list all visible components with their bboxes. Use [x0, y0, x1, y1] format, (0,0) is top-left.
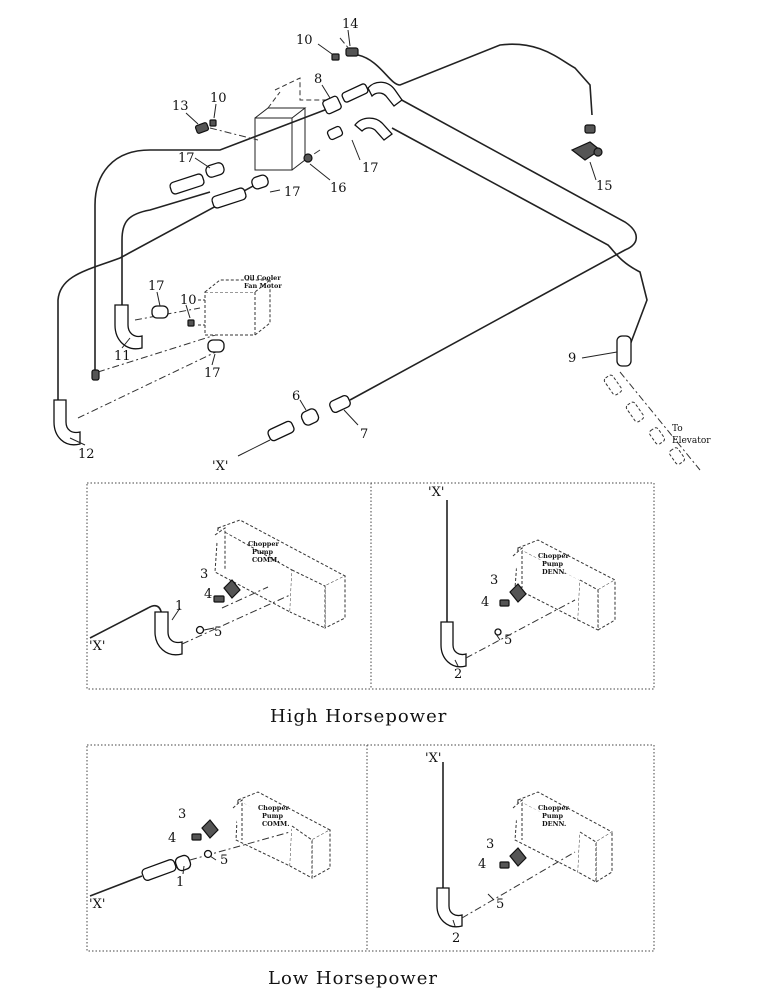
fitting-left-end [91, 369, 100, 381]
hhp-left-callout-5: 5 [214, 625, 222, 640]
lhp-left-pump-line3: COMM. [262, 820, 290, 828]
lhp-callout-1: 1 [176, 875, 184, 890]
elevator-label-line1: To [672, 424, 683, 434]
callout-17-a: 17 [178, 151, 195, 166]
high-hp-right-panel: Chopper Pump DENN. 'X' 2 3 4 5 [428, 485, 617, 682]
hhp-left-x-marker: 'X' [89, 639, 105, 654]
hhp-right-pump-line1: Chopper [538, 552, 569, 560]
hhp-right-callout-5: 5 [504, 633, 512, 648]
lhp-right-pump-line2: Pump [542, 812, 563, 820]
motor-label-line1: Oil Cooler [244, 274, 281, 282]
callout-17-e: 17 [204, 366, 221, 381]
hhp-left-callout-4: 4 [204, 587, 212, 602]
hhp-callout-2: 2 [454, 667, 462, 682]
hhp-right-callout-3: 3 [490, 573, 498, 588]
hose-upper-right [357, 43, 593, 116]
fitting-17b [211, 174, 269, 209]
hose-mid-left [121, 191, 211, 305]
high-hp-left-panel: Chopper Pump COMM. 'X' 1 3 4 5 [89, 519, 347, 656]
fitting-16 [303, 153, 313, 163]
hose-main-diagonal [349, 97, 638, 401]
fitting-15 [570, 124, 603, 161]
fitting-10b [209, 119, 217, 127]
lhp-right-x-marker: 'X' [425, 751, 441, 766]
callout-17-d: 17 [148, 279, 165, 294]
fitting-17a [169, 162, 225, 195]
callout-12: 12 [78, 447, 95, 462]
lhp-right-callout-4: 4 [478, 857, 486, 872]
lhp-left-pump-line1: Chopper [258, 804, 289, 812]
x-marker-top: 'X' [212, 459, 228, 474]
top-exploded-view: Oil Cooler Fan Motor To Elevator 'X' [53, 17, 711, 474]
lhp-right-pump-line1: Chopper [538, 804, 569, 812]
lhp-right-callout-5: 5 [496, 897, 504, 912]
fitting-13 [194, 122, 210, 134]
hhp-left-pump-line2: Pump [252, 548, 273, 556]
lhp-left-callout-4: 4 [168, 831, 176, 846]
fitting-10c [187, 319, 195, 327]
fitting-8 [322, 81, 403, 115]
callout-9: 9 [568, 351, 576, 366]
callout-7: 7 [360, 427, 368, 442]
callout-16: 16 [330, 181, 347, 196]
leader-lines [69, 29, 618, 446]
high-horsepower-title: High Horsepower [270, 706, 447, 727]
fitting-17d [207, 339, 225, 353]
callout-14: 14 [342, 17, 359, 32]
fitting-12-elbow [53, 399, 81, 446]
lhp-right-callout-3: 3 [486, 837, 494, 852]
hose-left-loop [94, 107, 331, 370]
fitting-14 [345, 47, 359, 57]
hhp-right-pump-line2: Pump [542, 560, 563, 568]
callout-17-c: 17 [362, 161, 379, 176]
high-horsepower-section: Chopper Pump COMM. 'X' 1 3 4 5 Chopper [86, 482, 655, 727]
hose-second-diagonal [391, 127, 648, 346]
motor-label-line2: Fan Motor [244, 282, 282, 290]
callout-6: 6 [292, 389, 300, 404]
lhp-left-callout-5: 5 [220, 853, 228, 868]
hose-lower-left [57, 177, 269, 400]
low-horsepower-section: Chopper Pump COMM. 'X' 1 3 4 5 Chopper [86, 744, 655, 989]
oil-cooler-fan-motor: Oil Cooler Fan Motor [198, 274, 282, 336]
hhp-callout-1: 1 [175, 599, 183, 614]
lhp-callout-2: 2 [452, 931, 460, 946]
fitting-9 [616, 335, 632, 367]
fitting-17c [151, 305, 169, 319]
callout-8: 8 [314, 72, 322, 87]
hhp-left-pump-line3: COMM. [252, 556, 280, 564]
fitting-17-upper [326, 117, 393, 141]
elevator-label-line2: Elevator [672, 436, 711, 446]
callout-10-motor: 10 [180, 293, 197, 308]
lhp-left-x-marker: 'X' [89, 897, 105, 912]
hhp-right-x-marker: 'X' [428, 485, 444, 500]
fitting-6-7 [267, 395, 351, 442]
hhp-right-callout-4: 4 [481, 595, 489, 610]
callout-10-top: 10 [296, 33, 313, 48]
lhp-right-pump-line3: DENN. [542, 820, 566, 828]
lhp-left-callout-3: 3 [178, 807, 186, 822]
valve-block [254, 77, 330, 171]
callout-13: 13 [172, 99, 189, 114]
hhp-left-callout-3: 3 [200, 567, 208, 582]
elevator-fittings-ghost [603, 374, 686, 465]
callout-17-b: 17 [284, 185, 301, 200]
hhp-left-pump-line1: Chopper [248, 540, 279, 548]
low-hp-right-panel: Chopper Pump DENN. 'X' 2 3 4 5 [425, 751, 613, 946]
low-hp-left-panel: Chopper Pump COMM. 'X' 1 3 4 5 [89, 791, 332, 912]
fitting-11-elbow [114, 304, 143, 350]
lhp-left-pump-line2: Pump [262, 812, 283, 820]
callout-10-left: 10 [210, 91, 227, 106]
low-horsepower-title: Low Horsepower [268, 968, 438, 989]
callout-11: 11 [114, 349, 131, 364]
callout-15: 15 [596, 179, 613, 194]
fitting-10a [331, 53, 340, 61]
hhp-right-pump-line3: DENN. [542, 568, 566, 576]
